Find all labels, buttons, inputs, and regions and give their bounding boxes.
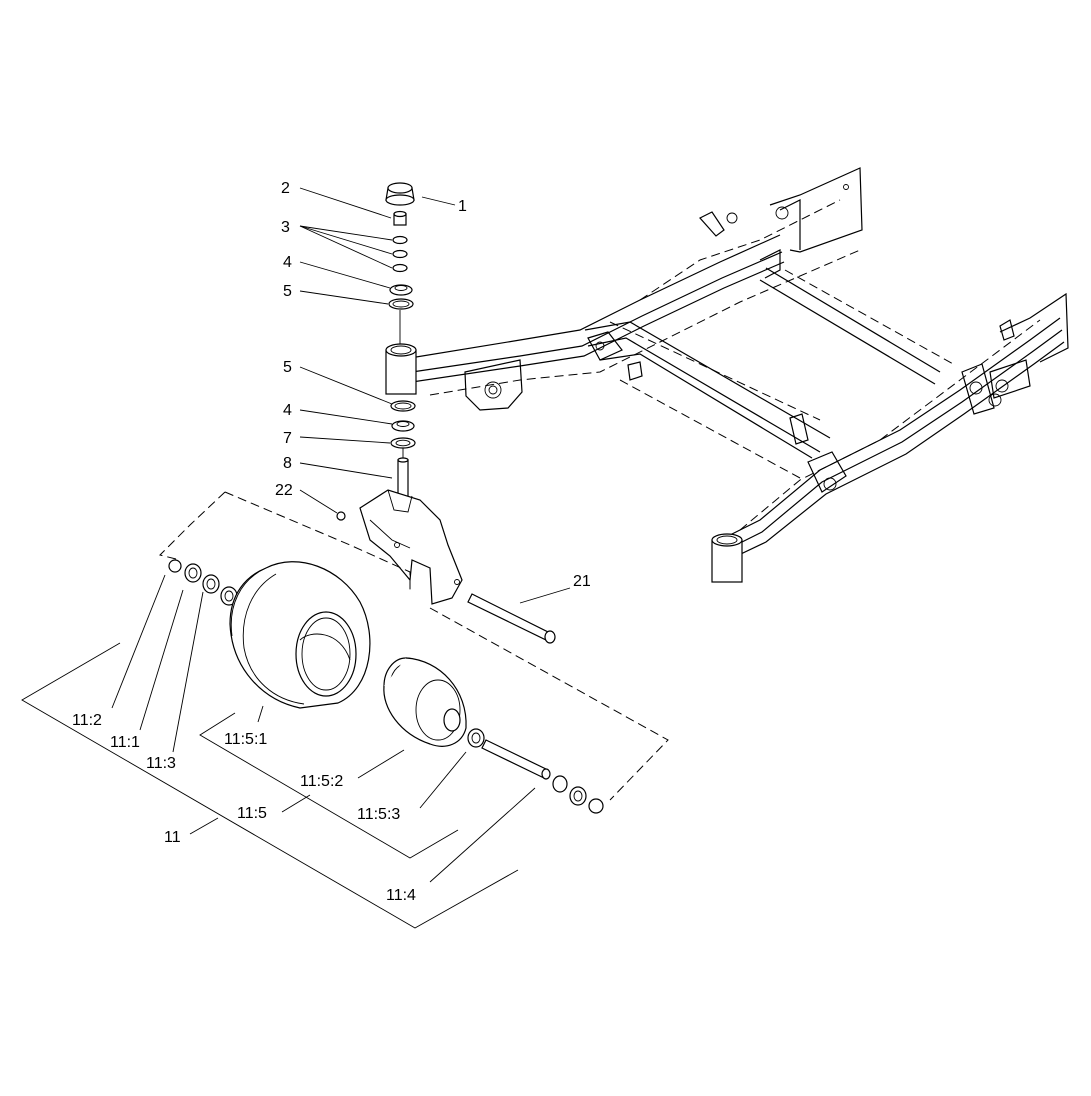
callout-11-5: 11:5 bbox=[237, 805, 267, 822]
callout-11-3: 11:3 bbox=[146, 755, 176, 772]
callout-11-2: 11:2 bbox=[72, 712, 102, 729]
callout-11-5-3: 11:5:3 bbox=[357, 806, 400, 823]
callout-22: 22 bbox=[275, 482, 293, 499]
callout-4-lower: 4 bbox=[283, 402, 292, 419]
callout-11: 11 bbox=[164, 829, 181, 846]
leader-lines bbox=[21, 187, 571, 929]
callout-3: 3 bbox=[281, 219, 290, 236]
callout-4-upper: 4 bbox=[283, 254, 292, 271]
wheel-assembly bbox=[159, 491, 669, 814]
callout-11-5-1: 11:5:1 bbox=[224, 731, 267, 748]
callout-1: 1 bbox=[458, 198, 467, 215]
callout-5-lower: 5 bbox=[283, 359, 292, 376]
callout-2: 2 bbox=[281, 180, 290, 197]
callout-11-1: 11:1 bbox=[110, 734, 140, 751]
callout-7: 7 bbox=[283, 430, 292, 447]
callout-8: 8 bbox=[283, 455, 292, 472]
callout-11-5-2: 11:5:2 bbox=[300, 773, 343, 790]
callout-labels: 1 2 3 4 5 5 4 7 8 22 21 11:2 11:1 11:3 1… bbox=[72, 180, 591, 904]
mower-frame bbox=[385, 167, 1069, 583]
callout-21: 21 bbox=[573, 573, 591, 590]
callout-5-upper: 5 bbox=[283, 283, 292, 300]
caster-stack bbox=[336, 182, 463, 605]
callout-11-4: 11:4 bbox=[386, 887, 416, 904]
